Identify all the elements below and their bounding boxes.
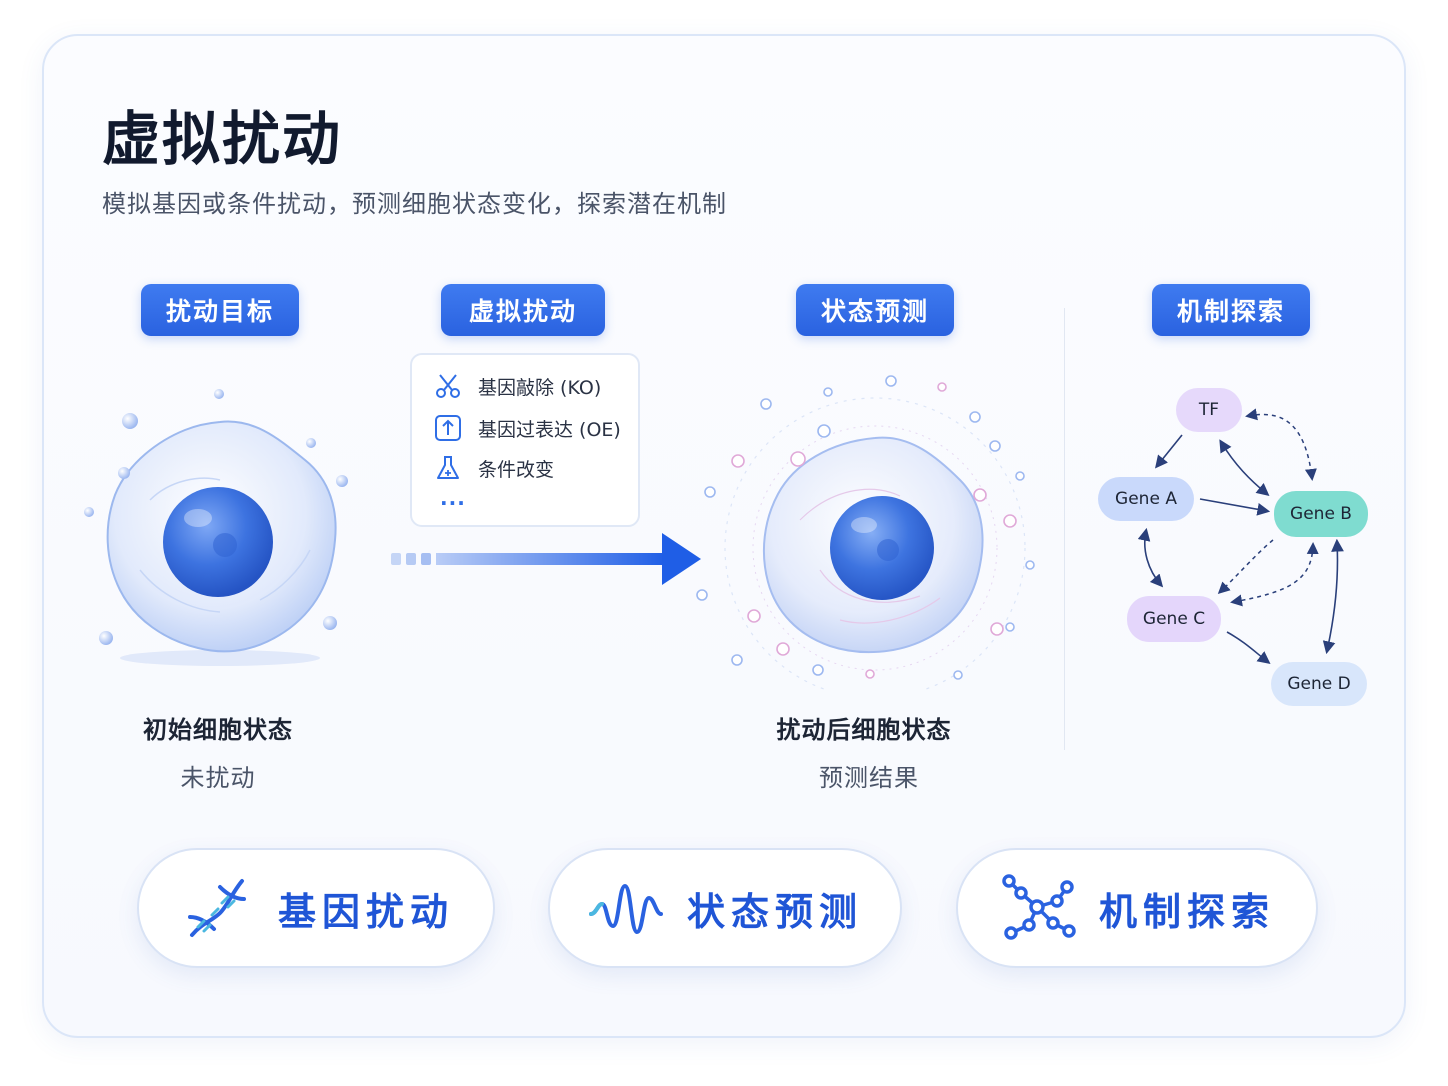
feature-state-prediction-button[interactable]: 状态预测 bbox=[548, 848, 902, 968]
perturbed-cell-illustration bbox=[696, 375, 1035, 690]
network-icon bbox=[999, 869, 1077, 947]
initial-cell-title: 初始细胞状态 bbox=[143, 716, 293, 744]
result-cell-subtitle: 预测结果 bbox=[819, 764, 919, 792]
stage-target-label: 扰动目标 bbox=[141, 284, 299, 336]
perturbation-methods-panel: 基因敲除 (KO) 基因过表达 (OE) 条件改变 ··· bbox=[410, 353, 640, 527]
gene-node-a: Gene A bbox=[1098, 477, 1194, 521]
feature-gene-perturbation-button[interactable]: 基因扰动 bbox=[137, 848, 495, 968]
method-label: 条件改变 bbox=[478, 458, 555, 481]
scissors-icon bbox=[432, 371, 464, 401]
wave-icon bbox=[587, 869, 665, 947]
method-label: 基因过表达 (OE) bbox=[478, 418, 621, 441]
page-title: 虚拟扰动 bbox=[102, 105, 343, 173]
method-overexpression: 基因过表达 (OE) bbox=[432, 413, 621, 443]
result-cell-title: 扰动后细胞状态 bbox=[776, 716, 952, 744]
method-label: 基因敲除 (KO) bbox=[478, 376, 602, 399]
feature-label: 基因扰动 bbox=[277, 889, 454, 934]
gene-node-c: Gene C bbox=[1127, 596, 1221, 642]
methods-more-ellipsis: ··· bbox=[440, 491, 466, 515]
initial-cell-illustration bbox=[84, 389, 348, 666]
method-condition-change: 条件改变 bbox=[432, 453, 554, 483]
feature-mechanism-exploration-button[interactable]: 机制探索 bbox=[956, 848, 1318, 968]
gene-node-b: Gene B bbox=[1274, 491, 1368, 537]
method-knockout: 基因敲除 (KO) bbox=[432, 371, 601, 401]
section-divider bbox=[1064, 308, 1065, 750]
gene-network-edges bbox=[1137, 408, 1344, 664]
flask-icon bbox=[432, 453, 464, 483]
stage-prediction-label: 状态预测 bbox=[796, 284, 954, 336]
perturbation-arrow-icon bbox=[391, 533, 701, 585]
stage-virtual-label: 虚拟扰动 bbox=[441, 284, 605, 336]
page-subtitle: 模拟基因或条件扰动，预测细胞状态变化，探索潜在机制 bbox=[102, 190, 727, 218]
feature-label: 机制探索 bbox=[1098, 889, 1275, 934]
gene-node-tf: TF bbox=[1176, 388, 1242, 432]
gene-node-d: Gene D bbox=[1271, 662, 1367, 706]
initial-cell-subtitle: 未扰动 bbox=[180, 764, 256, 792]
stage-mechanism-label: 机制探索 bbox=[1152, 284, 1310, 336]
feature-label: 状态预测 bbox=[686, 889, 863, 934]
up-arrow-box-icon bbox=[432, 413, 464, 443]
dna-icon bbox=[178, 869, 256, 947]
